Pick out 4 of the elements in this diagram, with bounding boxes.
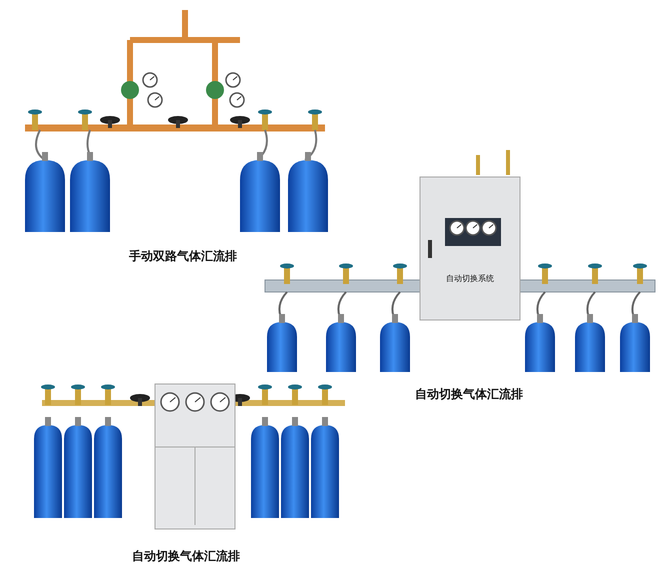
caption: 手动双路气体汇流排: [129, 248, 237, 265]
cabinet-label: 自动切换系统: [446, 273, 494, 284]
caption: 自动切换气体汇流排: [132, 548, 240, 565]
caption: 自动切换气体汇流排: [415, 386, 523, 403]
